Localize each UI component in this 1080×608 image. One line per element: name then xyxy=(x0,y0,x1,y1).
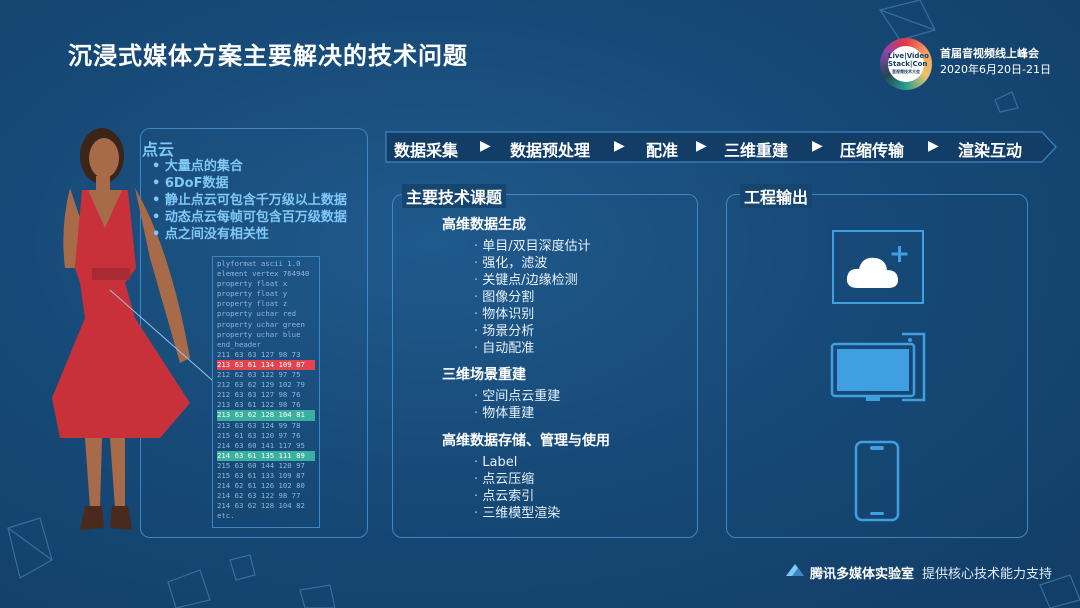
pipeline-steps: 数据采集 ▶ 数据预处理 ▶ 配准 ▶ 三维重建 ▶ 压缩传输 ▶ 渲染互动 xyxy=(382,128,1060,166)
ply-line: 214 63 60 141 117 95 xyxy=(217,441,315,451)
topic-item: 强化，滤波 xyxy=(474,255,591,272)
topics-title: 主要技术课题 xyxy=(402,184,506,208)
ply-line: 213 63 62 128 104 81 xyxy=(217,410,315,420)
topic-item: 点云索引 xyxy=(474,488,560,505)
topic-item: Label xyxy=(474,454,560,471)
play-arrow-icon: ▶ xyxy=(480,138,491,154)
play-arrow-icon: ▶ xyxy=(696,138,707,154)
pipeline-step: 数据采集 xyxy=(394,137,458,161)
play-arrow-icon: ▶ xyxy=(812,138,823,154)
play-arrow-icon: ▶ xyxy=(614,138,625,154)
topic-item: 场景分析 xyxy=(474,323,591,340)
play-arrow-icon: ▶ xyxy=(928,138,939,154)
topic-item: 空间点云重建 xyxy=(474,388,560,405)
ply-line: 213 63 61 122 98 76 xyxy=(217,400,315,410)
ply-line: 212 63 63 127 98 76 xyxy=(217,390,315,400)
tencent-lab-logo xyxy=(784,562,806,578)
ply-line: 214 62 61 126 102 80 xyxy=(217,481,315,491)
ply-line: element vertex 764940 xyxy=(217,269,315,279)
ply-line: 213 63 63 124 99 78 xyxy=(217,421,315,431)
topic-item: 物体重建 xyxy=(474,405,560,422)
ply-line: 211 63 63 127 98 73 xyxy=(217,350,315,360)
ply-line: property float z xyxy=(217,299,315,309)
pipeline-step: 三维重建 xyxy=(724,137,788,161)
topic-group-title: 高维数据生成 xyxy=(442,214,526,234)
topic-item: 单目/双目深度估计 xyxy=(474,238,591,255)
topic-item: 三维模型渲染 xyxy=(474,505,560,522)
engineering-title: 工程输出 xyxy=(740,184,812,208)
ply-line: 215 63 60 144 120 97 xyxy=(217,461,315,471)
smartphone-icon xyxy=(854,440,900,522)
topic-item: 自动配准 xyxy=(474,340,591,357)
topic-group-title: 高维数据存储、管理与使用 xyxy=(442,430,610,450)
ply-line: 215 63 61 133 109 87 xyxy=(217,471,315,481)
topic-group-items: Label 点云压缩 点云索引 三维模型渲染 xyxy=(474,454,560,522)
pipeline-step: 配准 xyxy=(646,137,678,161)
footer-org: 腾讯多媒体实验室 xyxy=(810,563,914,582)
ply-line: 212 62 63 122 97 75 xyxy=(217,370,315,380)
topic-item: 关键点/边缘检测 xyxy=(474,272,591,289)
ply-line: 214 62 63 122 98 77 xyxy=(217,491,315,501)
ply-line: end_header xyxy=(217,340,315,350)
ply-line: 212 63 62 129 102 79 xyxy=(217,380,315,390)
topic-group-items: 单目/双目深度估计 强化，滤波 关键点/边缘检测 图像分割 物体识别 场景分析 … xyxy=(474,238,591,357)
ply-line: 213 63 61 134 109 87 xyxy=(217,360,315,370)
pipeline-step: 渲染互动 xyxy=(958,137,1022,161)
ply-line: etc. xyxy=(217,511,315,521)
topic-group-items: 空间点云重建 物体重建 xyxy=(474,388,560,422)
ply-line: 214 63 61 135 111 89 xyxy=(217,451,315,461)
pipeline-step: 压缩传输 xyxy=(840,137,904,161)
ply-line: property uchar red xyxy=(217,309,315,319)
ply-line: plyformat ascii 1.0 xyxy=(217,259,315,269)
topic-item: 点云压缩 xyxy=(474,471,560,488)
footer-slogan: 提供核心技术能力支持 xyxy=(922,563,1052,582)
topic-item: 图像分割 xyxy=(474,289,591,306)
ply-line: property uchar green xyxy=(217,320,315,330)
ply-line: 214 63 62 128 104 82 xyxy=(217,501,315,511)
desktop-monitor-icon xyxy=(830,330,928,404)
topic-item: 物体识别 xyxy=(474,306,591,323)
topic-group-title: 三维场景重建 xyxy=(442,364,526,384)
ply-line: property float y xyxy=(217,289,315,299)
cloud-plus-icon xyxy=(832,230,924,304)
ply-line: property uchar blue xyxy=(217,330,315,340)
ply-line: 215 61 63 120 97 76 xyxy=(217,431,315,441)
ply-line: property float x xyxy=(217,279,315,289)
pipeline-step: 数据预处理 xyxy=(510,137,590,161)
